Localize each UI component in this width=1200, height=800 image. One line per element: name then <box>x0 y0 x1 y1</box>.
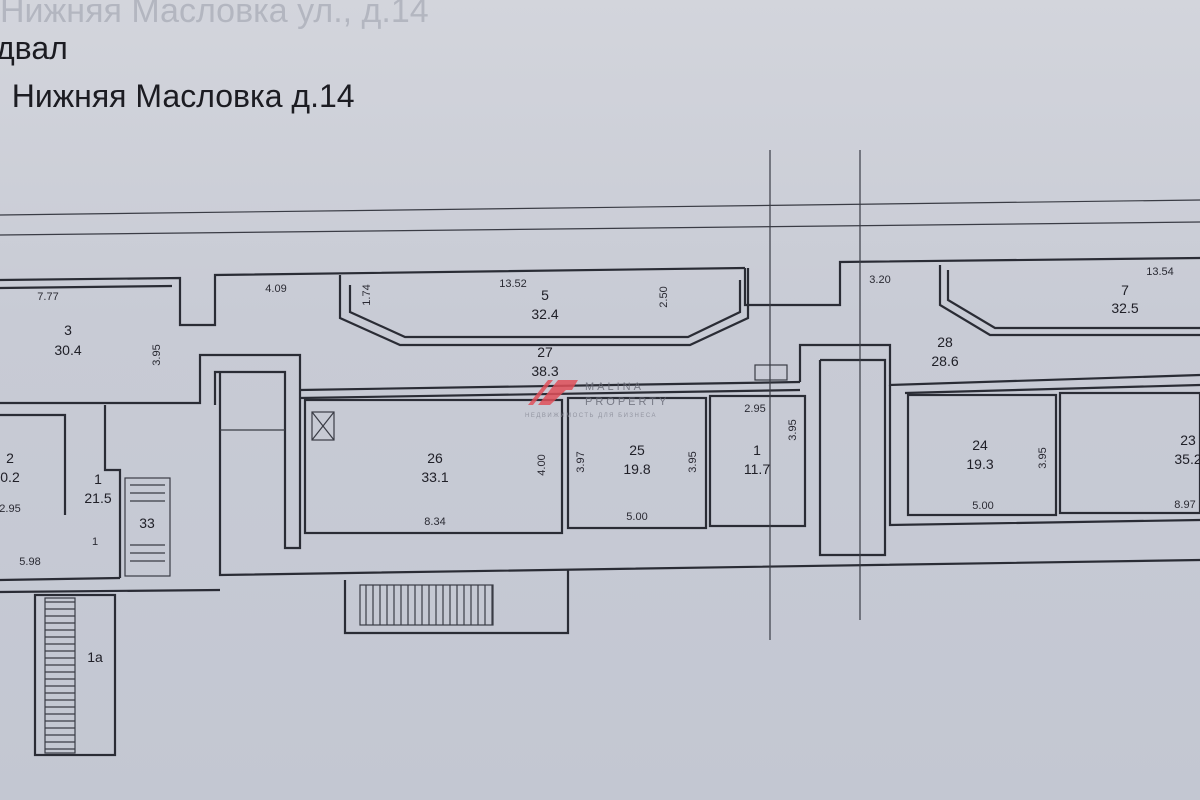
room-1-area: 21.5 <box>84 490 111 506</box>
brand-tagline: НЕДВИЖИМОСТЬ ДЛЯ БИЗНЕСА <box>525 413 657 419</box>
room-26-area: 33.1 <box>421 469 448 485</box>
room-7-number: 7 <box>1121 282 1129 298</box>
brand-logo-icon <box>528 380 578 405</box>
dim: 4.09 <box>265 283 286 295</box>
room-5-number: 5 <box>541 287 549 303</box>
dim: 1.74 <box>361 284 373 305</box>
dim: 8.97 <box>1174 499 1195 511</box>
room-27-number: 27 <box>537 344 553 360</box>
dim: 3.95 <box>151 344 163 365</box>
room-2-area: 0.2 <box>0 469 20 485</box>
room-33-number: 33 <box>139 515 155 531</box>
dim: 2.95 <box>744 403 765 415</box>
room-23-number: 23 <box>1180 432 1196 448</box>
room-5-area: 32.4 <box>531 306 558 322</box>
room-1b-number: 1 <box>753 442 761 458</box>
dim: 4.00 <box>536 454 548 475</box>
dim: 3.20 <box>869 274 890 286</box>
dimension-labels: 7.77 3.95 4.09 1.74 13.52 2.50 3.20 13.5… <box>0 266 1196 568</box>
room-28-area: 28.6 <box>931 353 958 369</box>
room-7-area: 32.5 <box>1111 300 1138 316</box>
dim: 2.95 <box>0 503 21 515</box>
brand-name-line2: PROPERTY <box>585 396 669 408</box>
room-1-number: 1 <box>94 471 102 487</box>
room-1a-number: 1а <box>87 649 103 665</box>
room-1b-area: 11.7 <box>744 461 770 477</box>
dim: 3.95 <box>1037 447 1049 468</box>
dim: 8.34 <box>424 516 445 528</box>
level-title: двал <box>0 30 68 66</box>
walls <box>0 150 1200 757</box>
room-28-number: 28 <box>937 334 953 350</box>
dim: 5.00 <box>626 511 647 523</box>
dim: 1 <box>92 536 98 548</box>
dim: 3.95 <box>787 419 799 440</box>
dim: 5.00 <box>972 500 993 512</box>
address-title: . Нижняя Масловка д.14 <box>0 78 355 114</box>
room-24-number: 24 <box>972 437 988 453</box>
dim: 13.52 <box>499 278 527 290</box>
room-25-number: 25 <box>629 442 645 458</box>
dim: 3.97 <box>575 451 587 472</box>
dim: 7.77 <box>37 291 58 303</box>
dim: 13.54 <box>1146 266 1174 278</box>
room-26-number: 26 <box>427 450 443 466</box>
room-25-area: 19.8 <box>623 461 650 477</box>
room-3-area: 30.4 <box>54 342 81 358</box>
room-23-area: 35.2 <box>1174 451 1200 467</box>
room-3-number: 3 <box>64 322 72 338</box>
dim: 3.95 <box>687 451 699 472</box>
faded-header-text: Нижняя Масловка ул., д.14 <box>0 0 429 30</box>
room-labels: 3 30.4 5 32.4 27 38.3 7 32.5 28 28.6 2 0… <box>0 282 1200 665</box>
dim: 2.50 <box>658 286 670 307</box>
room-2-number: 2 <box>6 450 14 466</box>
room-24-area: 19.3 <box>966 456 993 472</box>
dim: 5.98 <box>19 556 40 568</box>
watermark-logo: MALINA PROPERTY НЕДВИЖИМОСТЬ ДЛЯ БИЗНЕСА <box>525 380 669 419</box>
brand-name-line1: MALINA <box>585 381 644 393</box>
room-27-area: 38.3 <box>531 363 558 379</box>
